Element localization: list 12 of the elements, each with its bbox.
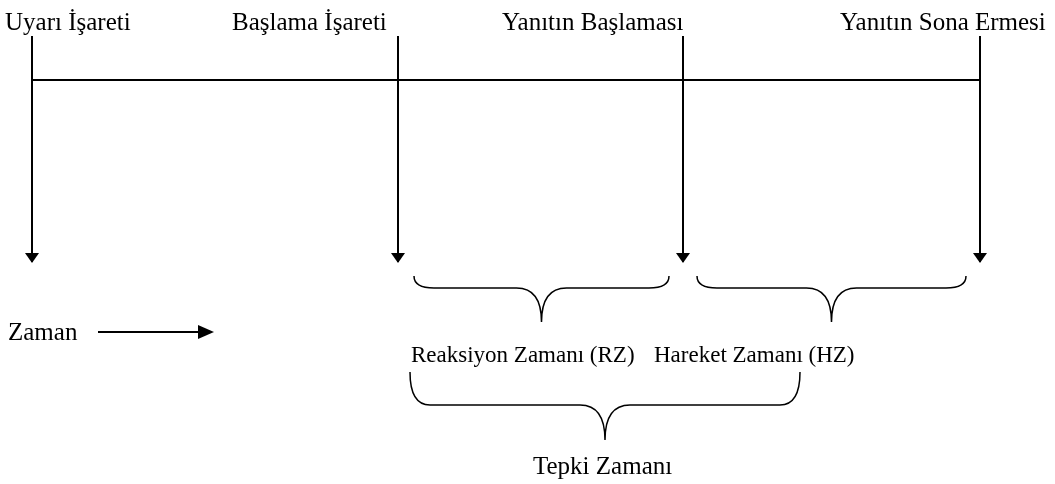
interval-label: Reaksiyon Zamanı (RZ): [411, 341, 635, 369]
event-label: Başlama İşareti: [232, 8, 387, 36]
arrow: [973, 35, 987, 263]
event-label: Yanıtın Başlaması: [502, 8, 684, 36]
event-label: Uyarı İşareti: [5, 8, 131, 36]
axis-label: Zaman: [8, 318, 78, 346]
arrow: [391, 35, 405, 263]
interval-label: Hareket Zamanı (HZ): [654, 341, 855, 369]
arrow: [25, 35, 39, 263]
event-label: Yanıtın Sona Ermesi: [840, 8, 1046, 36]
interval-label: Tepki Zamanı: [533, 452, 673, 480]
arrow: [676, 35, 690, 263]
